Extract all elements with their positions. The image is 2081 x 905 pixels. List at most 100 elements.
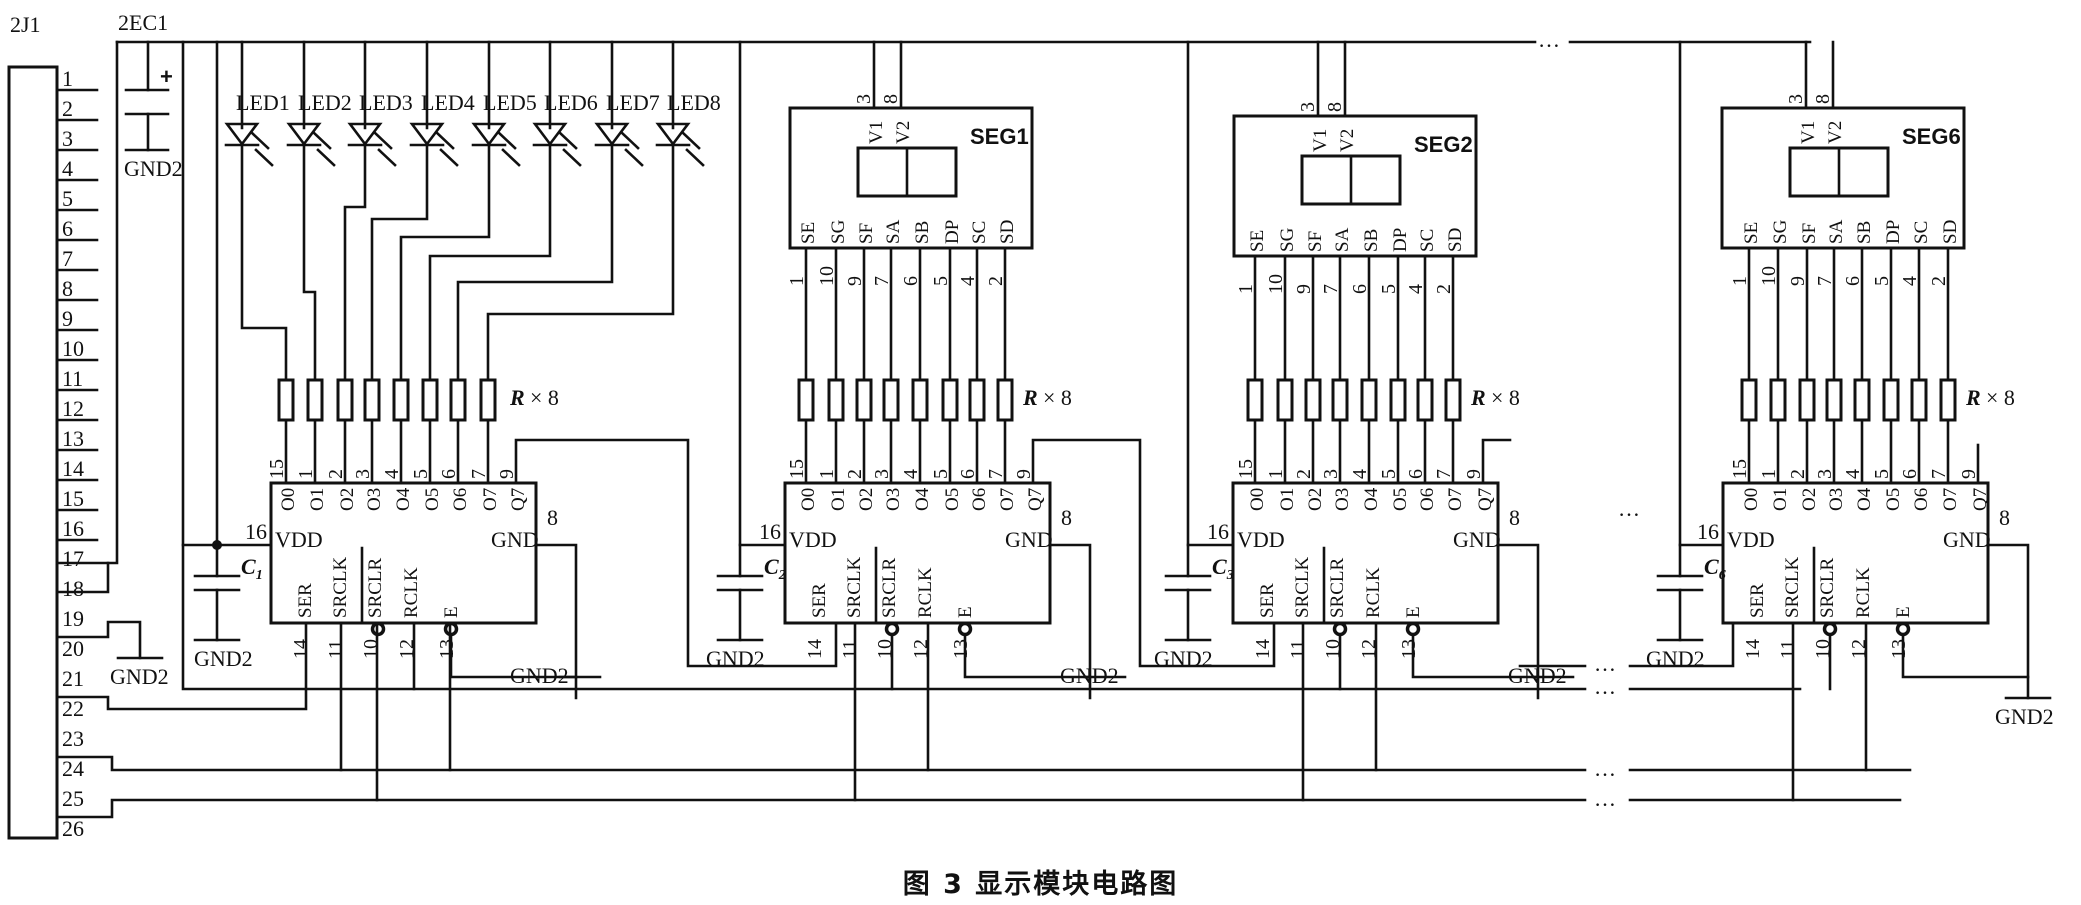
ic-gnd-label: GND xyxy=(1453,527,1501,552)
ic-out-pin-number: 3 xyxy=(1814,469,1836,479)
chip1-wires: GND2 xyxy=(339,438,838,802)
connector-pin-2: 2 xyxy=(62,96,73,121)
inversion-bubble xyxy=(1405,621,1421,637)
ic-gnd-label: GND xyxy=(1943,527,1991,552)
ic-vdd-pin-number: 16 xyxy=(1207,519,1229,544)
ic-out-pin-label: O0 xyxy=(278,488,299,511)
ic-out-pin-label: O6 xyxy=(1417,488,1438,511)
resistor-label-r: R xyxy=(1965,385,1981,410)
light-arrow-icon xyxy=(681,131,701,150)
light-arrow-icon xyxy=(685,148,705,167)
led-label: LED6 xyxy=(544,90,598,115)
light-arrow-icon xyxy=(620,131,640,150)
ic-out-pin-number: 9 xyxy=(1463,469,1485,479)
ic-in-pin-number: 14 xyxy=(1742,639,1764,659)
seg-common-pin-label: V2 xyxy=(1825,121,1846,144)
ic-out-pin-number: 2 xyxy=(325,469,347,479)
resistor-label-count: × 8 xyxy=(1986,385,2015,410)
connector-pin-20: 20 xyxy=(62,636,84,661)
seg-pin-number: 2 xyxy=(1928,276,1950,286)
connector-pin-17: 17 xyxy=(62,546,84,571)
seg-pin-label: DP xyxy=(1390,228,1411,252)
resistor-body xyxy=(1246,378,1264,422)
ic-in-pin-number: 10 xyxy=(1812,639,1834,659)
ic-in-pin-number: 11 xyxy=(839,640,861,659)
resistor-body xyxy=(1304,378,1322,422)
connector-pin-18: 18 xyxy=(62,576,84,601)
seg-pin-number: 4 xyxy=(957,276,979,286)
led-cathode-wire xyxy=(456,143,614,382)
seg-common-pin-number: 3 xyxy=(1297,102,1319,112)
seg-pin-label: SF xyxy=(1305,231,1326,252)
ground-label: GND2 xyxy=(124,156,183,181)
resistor-label-count: × 8 xyxy=(1043,385,1072,410)
seg-common-pin-number: 8 xyxy=(1324,102,1346,112)
seg-pin-label: SC xyxy=(1417,229,1438,252)
seg-pin-number: 1 xyxy=(1729,276,1751,286)
seg-pin-label: SC xyxy=(969,221,990,244)
seg-pin-label: SD xyxy=(997,220,1018,244)
seg-common-pin-number: 8 xyxy=(1812,94,1834,104)
enable-wire xyxy=(1901,627,2030,679)
connector-2J1: 2J11234567891011121314151617181920212223… xyxy=(7,12,1912,841)
ic-out-pin-number: 6 xyxy=(957,469,979,479)
seg-pin-label: SB xyxy=(1854,221,1875,244)
connector-pin-8: 8 xyxy=(62,276,73,301)
connector-pin-1: 1 xyxy=(62,66,73,91)
seg-pin-label: SG xyxy=(1770,219,1791,244)
connector-body xyxy=(7,65,59,840)
led-icon xyxy=(224,122,260,147)
cap-2EC1: 2EC1+GND2 xyxy=(118,10,183,181)
ic-out-pin-label: Q7 xyxy=(1970,488,1991,511)
seg-pin-label: SD xyxy=(1445,228,1466,252)
inversion-bubble xyxy=(1822,621,1838,637)
seg-common-pin-label: V1 xyxy=(1798,121,1819,144)
ic-in-pin-label: SRCLR xyxy=(1327,557,1348,618)
ground-label: GND2 xyxy=(1995,704,2054,729)
ic-in-pin-number: 12 xyxy=(1358,639,1380,659)
seg-common-pin-number: 3 xyxy=(1785,94,1807,104)
vdd-wire xyxy=(1186,40,1235,547)
inversion-bubble xyxy=(957,621,973,637)
seg-pin-label: SC xyxy=(1911,221,1932,244)
light-arrow-icon xyxy=(501,148,521,167)
seg-pin-number: 6 xyxy=(1349,284,1371,294)
seg-common-pin-label: V1 xyxy=(866,121,887,144)
seg-pin-number: 4 xyxy=(1405,284,1427,294)
seg-pin-label: SF xyxy=(1799,223,1820,244)
ic-out-pin-number: 6 xyxy=(1899,469,1921,479)
vdd1-wire xyxy=(215,40,273,547)
seg-pin-number: 6 xyxy=(1842,276,1864,286)
cap-subscript: 3 xyxy=(1226,568,1234,583)
gnd-pin-wire xyxy=(1496,543,1540,700)
ic-in-pin-label: RCLK xyxy=(1853,567,1874,618)
seg-pin-number: 5 xyxy=(930,276,952,286)
gnd-pin-wire xyxy=(1048,543,1092,700)
ic-out-pin-number: 15 xyxy=(1729,459,1751,479)
connector-pin-24: 24 xyxy=(62,756,84,781)
ic-out-pin-number: 7 xyxy=(1433,469,1455,479)
resistor-body xyxy=(1444,378,1462,422)
ic-out-pin-number: 6 xyxy=(438,469,460,479)
ic-in-pin-number: 10 xyxy=(360,639,382,659)
led-label: LED4 xyxy=(421,90,475,115)
seg-pin-label: DP xyxy=(942,220,963,244)
seg-pin-number: 5 xyxy=(1871,276,1893,286)
led-icon xyxy=(594,122,630,147)
ic-vdd-label: VDD xyxy=(1237,527,1285,552)
ic-out-pin-label: O0 xyxy=(1247,488,1268,511)
led-label: LED1 xyxy=(236,90,290,115)
ic-out-pin-number: 3 xyxy=(352,469,374,479)
ic-out-pin-number: 15 xyxy=(786,459,808,479)
seg-pin-number: 10 xyxy=(816,266,838,286)
ic-out-pin-label: O6 xyxy=(969,488,990,511)
ic-out-pin-label: O1 xyxy=(828,488,849,511)
ic-out-pin-label: O4 xyxy=(393,487,414,511)
ic-in-pin-number: 11 xyxy=(1777,640,1799,659)
led-cathode-wire xyxy=(486,143,675,382)
connector-pin-9: 9 xyxy=(62,306,73,331)
ic-in-pin-label: SER xyxy=(809,583,830,618)
